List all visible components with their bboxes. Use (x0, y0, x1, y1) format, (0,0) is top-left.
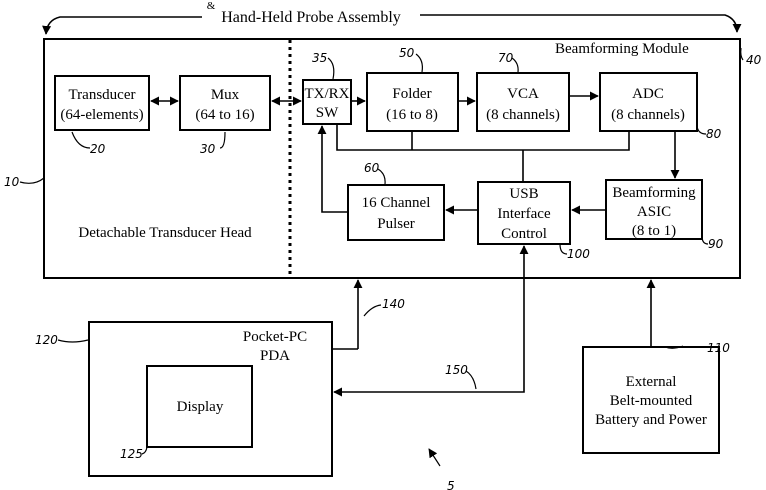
svg-text:Mux: Mux (211, 87, 240, 103)
adc-block: ADC (8 channels) (600, 73, 697, 131)
ref-120: 120 (35, 333, 58, 347)
title-mark: & (207, 0, 216, 12)
link-usb-pda (334, 246, 524, 392)
svg-text:(16 to 8): (16 to 8) (386, 107, 438, 123)
pulser-block: 16 Channel Pulser (348, 185, 444, 240)
ref-60: 60 (364, 161, 380, 175)
svg-text:(64 to 16): (64 to 16) (195, 107, 254, 123)
svg-text:Pulser: Pulser (377, 216, 415, 232)
detachable-head-label: Detachable Transducer Head (78, 225, 252, 241)
mux-block: Mux (64 to 16) (180, 76, 270, 130)
usb-interface-block: USB Interface Control (478, 182, 570, 244)
ref-90: 90 (708, 237, 724, 251)
folder-block: Folder (16 to 8) (367, 73, 458, 131)
svg-text:TX/RX: TX/RX (305, 86, 350, 102)
ref-80: 80 (706, 127, 722, 141)
svg-text:(8 to 1): (8 to 1) (632, 223, 676, 239)
svg-text:Beamforming: Beamforming (612, 185, 696, 201)
svg-text:(8 channels): (8 channels) (486, 107, 560, 123)
svg-text:Interface: Interface (497, 206, 551, 222)
svg-text:(64-elements): (64-elements) (60, 107, 143, 123)
svg-text:Transducer: Transducer (69, 87, 136, 103)
ref-20: 20 (90, 142, 106, 156)
ref-35: 35 (312, 51, 327, 65)
svg-text:ADC: ADC (632, 86, 664, 102)
transducer-block: Transducer (64-elements) (55, 76, 149, 130)
svg-text:PDA: PDA (260, 348, 290, 364)
ref-40: 40 (746, 53, 762, 67)
ref-150: 150 (445, 363, 468, 377)
ref-10: 10 (4, 175, 20, 189)
ref-5: 5 (447, 479, 455, 490)
ref-30: 30 (200, 142, 216, 156)
title-bracket-left (46, 17, 202, 34)
ref-125: 125 (120, 447, 143, 461)
svg-text:16 Channel: 16 Channel (362, 195, 431, 211)
svg-text:VCA: VCA (507, 86, 539, 102)
vca-block: VCA (8 channels) (477, 73, 569, 131)
ref-110: 110 (707, 341, 730, 355)
battery-power-block: External Belt-mounted Battery and Power (583, 347, 719, 453)
txrx-switch-block: TX/RX SW (303, 80, 351, 124)
svg-text:Belt-mounted: Belt-mounted (610, 393, 693, 409)
ref-70: 70 (498, 51, 514, 65)
svg-text:(8 channels): (8 channels) (611, 107, 685, 123)
display-block: Display (147, 366, 252, 447)
svg-text:ASIC: ASIC (637, 204, 671, 220)
ref-140: 140 (382, 297, 405, 311)
ref-50: 50 (399, 46, 415, 60)
svg-text:Control: Control (501, 226, 547, 242)
svg-text:Pocket-PC: Pocket-PC (243, 329, 307, 345)
svg-text:Display: Display (177, 399, 224, 415)
beamforming-asic-block: Beamforming ASIC (8 to 1) (606, 180, 702, 239)
title-text: Hand-Held Probe Assembly (221, 9, 401, 26)
svg-text:Battery and Power: Battery and Power (595, 412, 707, 428)
assembly-title: & Hand-Held Probe Assembly (46, 0, 737, 34)
beamforming-module-label: Beamforming Module (555, 41, 689, 57)
ref-100: 100 (567, 247, 590, 261)
svg-text:Folder: Folder (392, 86, 431, 102)
svg-text:External: External (626, 374, 677, 390)
title-bracket-right (420, 15, 737, 32)
link-pulser-txrx (322, 126, 348, 212)
svg-text:USB: USB (509, 186, 538, 202)
svg-text:SW: SW (316, 105, 339, 121)
